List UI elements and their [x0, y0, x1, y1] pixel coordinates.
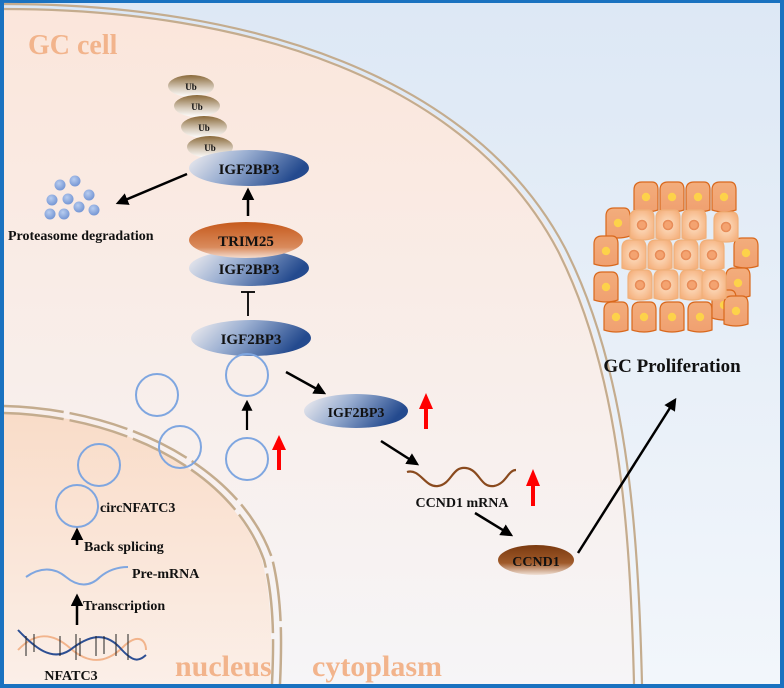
circnfatc3-label: circNFATC3 — [100, 501, 175, 516]
gc-cell-inner — [627, 269, 653, 301]
cytoplasm-label: cytoplasm — [312, 650, 442, 683]
cell-membrane-outer — [3, 2, 644, 685]
gc-cell-outer — [659, 181, 685, 213]
gc-cell-inner — [629, 209, 655, 241]
igf2bp3-ubiquitinated-label: IGF2BP3 — [219, 162, 280, 178]
igf2bp3-complex — [189, 250, 309, 286]
nuclear-envelope-inner — [3, 411, 275, 685]
proteasome-icon — [44, 175, 100, 220]
gc-cell-outer — [687, 301, 713, 333]
ccnd1-mrna-up-arrow-icon — [526, 469, 540, 506]
gc-cell-outer — [605, 207, 631, 239]
gc-cell-cluster — [593, 181, 759, 333]
gc-cell-inner — [655, 209, 681, 241]
gc-cell-outer — [593, 271, 619, 303]
gc-cell-outer — [723, 295, 749, 327]
proteasome-degradation-label: Proteasome degradation — [8, 229, 154, 244]
circrna-up-arrow-icon — [272, 435, 286, 470]
circrna — [77, 443, 121, 487]
igf2bp3-complex-label: IGF2BP3 — [219, 262, 280, 278]
nucleus-body — [4, 412, 272, 684]
gc-cell-inner — [701, 269, 727, 301]
gc-cell-outer — [685, 181, 711, 213]
proliferation-arrow — [576, 397, 677, 554]
ubiquitin-label: Ub — [204, 143, 216, 153]
ccnd1-protein-label: CCND1 — [512, 555, 559, 570]
ubiquitin — [181, 116, 227, 138]
gc-cell-inner — [621, 239, 647, 271]
igf2bp3-free-label: IGF2BP3 — [328, 406, 385, 421]
igf2bp3-bound-label: IGF2BP3 — [221, 332, 282, 348]
gc-cell-outer — [733, 237, 759, 269]
ccnd1-protein — [498, 545, 574, 575]
circrna-nuclear — [55, 484, 99, 528]
transcription-label: Transcription — [83, 599, 165, 614]
ubiquitin-chain: Ub Ub Ub Ub — [168, 75, 233, 158]
gc-cell-inner — [713, 211, 739, 243]
gc-cell-outer — [603, 301, 629, 333]
nfatc3-gene-label: NFATC3 — [44, 669, 97, 684]
trim25 — [189, 222, 303, 258]
gc-cell-outer — [631, 301, 657, 333]
ubiquitin-label: Ub — [185, 82, 197, 92]
ubiquitin — [168, 75, 214, 97]
gc-cell-inner — [681, 209, 707, 241]
ccnd1-mrna-strand — [406, 466, 517, 488]
back-splicing-label: Back splicing — [84, 540, 164, 555]
release-arrow — [285, 370, 327, 395]
cell-membrane-inner — [3, 7, 636, 685]
nuclear-envelope-outer — [3, 404, 283, 685]
gc-cell-outer — [711, 181, 737, 213]
igf2bp3-free — [304, 394, 408, 428]
translation-arrow — [474, 511, 514, 537]
gc-cell-inner — [673, 239, 699, 271]
dna-helix-icon — [17, 629, 147, 661]
gc-cell-inner — [653, 269, 679, 301]
gc-cell-outer — [593, 235, 619, 267]
nucleus-label: nucleus — [175, 650, 272, 683]
igf2bp3-bound — [191, 320, 311, 356]
degradation-arrow — [115, 172, 188, 205]
igf2bp3-up-arrow-icon — [419, 393, 433, 429]
gc-cell-inner — [647, 239, 673, 271]
ccnd1-mrna-label: CCND1 mRNA — [416, 496, 510, 511]
gc-cell-outer — [659, 301, 685, 333]
pre-mrna-label: Pre-mRNA — [132, 567, 200, 582]
circrna-group — [55, 353, 269, 528]
igf2bp3-ubiquitinated — [189, 150, 309, 186]
stabilization-arrow — [380, 439, 420, 466]
ubiquitin — [174, 95, 220, 117]
gc-cell-inner — [679, 269, 705, 301]
gc-cell-inner — [699, 239, 725, 271]
circrna — [225, 353, 269, 397]
gc-cell-outer — [633, 181, 659, 213]
ubiquitin-label: Ub — [198, 123, 210, 133]
ubiquitin-label: Ub — [191, 102, 203, 112]
circrna — [158, 425, 202, 469]
pre-mrna-strand — [25, 566, 129, 586]
trim25-label: TRIM25 — [218, 234, 274, 250]
circrna — [135, 373, 179, 417]
cell-title: GC cell — [28, 30, 118, 61]
gc-proliferation-label: GC Proliferation — [603, 356, 741, 377]
circrna — [225, 437, 269, 481]
